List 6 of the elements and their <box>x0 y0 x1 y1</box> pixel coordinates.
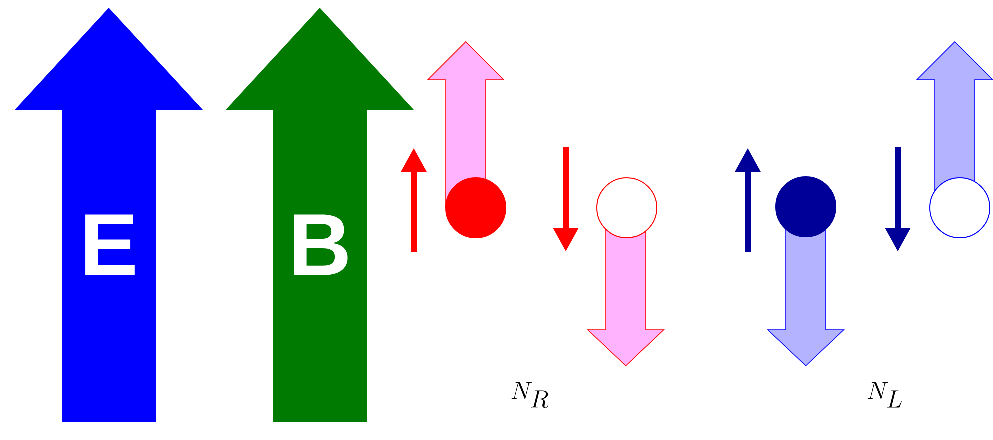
particle-label: $N_R$ <box>512 382 549 408</box>
particle-circle <box>446 178 506 238</box>
particle-circle <box>776 176 836 238</box>
particle-circle <box>930 178 990 238</box>
particle-circle <box>596 178 658 238</box>
particle-label: $N_L$ <box>868 382 902 408</box>
